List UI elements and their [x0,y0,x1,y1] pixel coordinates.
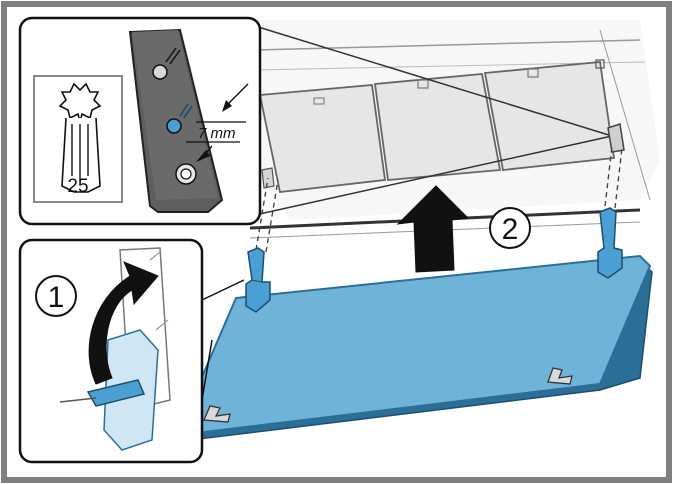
step-1-number: 1 [48,281,65,314]
filter-left [258,84,387,193]
hood-clip-right [607,123,625,153]
step-2-marker: 2 [489,207,531,249]
filter-middle [373,73,502,181]
panel-clip-front-left [203,405,231,423]
hinge-detail-inset: 1 [18,238,245,464]
mounting-plate [128,28,224,213]
step-1-marker: 1 [35,275,77,317]
step-2-number: 2 [502,213,519,246]
torx-size-label: 25 [67,176,88,197]
dimension-annotation: 7 mm [186,83,249,162]
dimension-label: 7 mm [198,125,236,142]
alignment-guides [255,145,623,253]
torx-bit-box: 25 [33,75,123,203]
detail-inset: 25 7 [18,16,262,226]
lift-arrow [396,185,470,273]
screw-bottom [175,163,197,185]
callout-lines [254,25,613,216]
rotate-arrow [88,261,159,385]
cover-panel [177,254,653,441]
screw-blue [166,103,193,134]
panel-clip-front-right [547,367,573,385]
hinge-bracket-left [245,247,271,313]
hinge-bracket-right [597,207,623,279]
screw-top [152,47,181,80]
